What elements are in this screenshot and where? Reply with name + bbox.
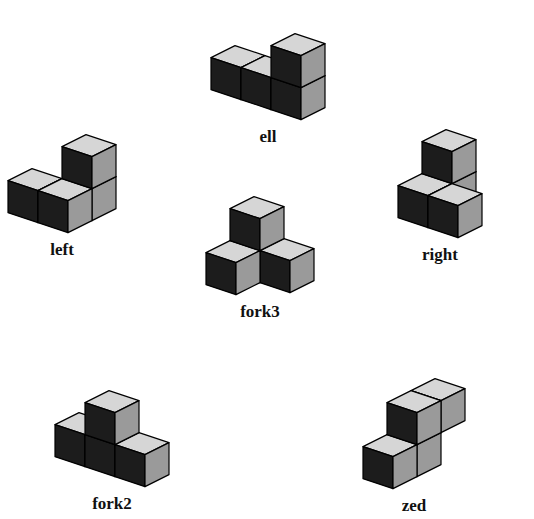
cube-front-face (387, 403, 417, 445)
cube-side-face (236, 251, 260, 295)
cube-front-face (428, 196, 458, 238)
cube-front-face (241, 68, 271, 110)
cube-front-face (38, 191, 68, 233)
tetracube-piece (8, 135, 116, 233)
cube-front-face (8, 181, 38, 223)
piece-name: zed (402, 497, 427, 516)
cube-front-face (206, 253, 236, 295)
piece-name: right (422, 246, 458, 265)
tetracube-piece (211, 34, 325, 120)
tetracube-piece (206, 197, 314, 295)
cube-side-face (145, 443, 169, 487)
piece-name: left (50, 241, 74, 260)
tetracube-piece (398, 130, 482, 238)
cube-side-face (260, 207, 284, 251)
cube-front-face (115, 445, 145, 487)
tetracube-piece (55, 391, 169, 487)
cube-side-face (452, 140, 476, 184)
cube-side-face (301, 44, 325, 88)
cube-side-face (393, 445, 417, 489)
cube-front-face (271, 46, 301, 88)
cube-front-face (398, 186, 428, 228)
cube-side-face (417, 401, 441, 445)
cube-side-face (115, 401, 139, 445)
cube-side-face (68, 189, 92, 233)
cube-front-face (363, 447, 393, 489)
cube-side-face (290, 249, 314, 293)
piece-name: ell (260, 128, 277, 147)
cube-front-face (260, 251, 290, 293)
cube-front-face (230, 209, 260, 251)
cube-front-face (62, 147, 92, 189)
piece-name: fork2 (92, 495, 132, 514)
cube-front-face (211, 58, 241, 100)
cube-side-face (92, 145, 116, 189)
piece-name: fork3 (240, 303, 280, 322)
cube-front-face (85, 403, 115, 445)
cube-front-face (422, 142, 452, 184)
tetracube-piece (363, 379, 465, 489)
cube-side-face (458, 194, 482, 238)
cube-side-face (441, 389, 465, 433)
cube-front-face (55, 425, 85, 467)
